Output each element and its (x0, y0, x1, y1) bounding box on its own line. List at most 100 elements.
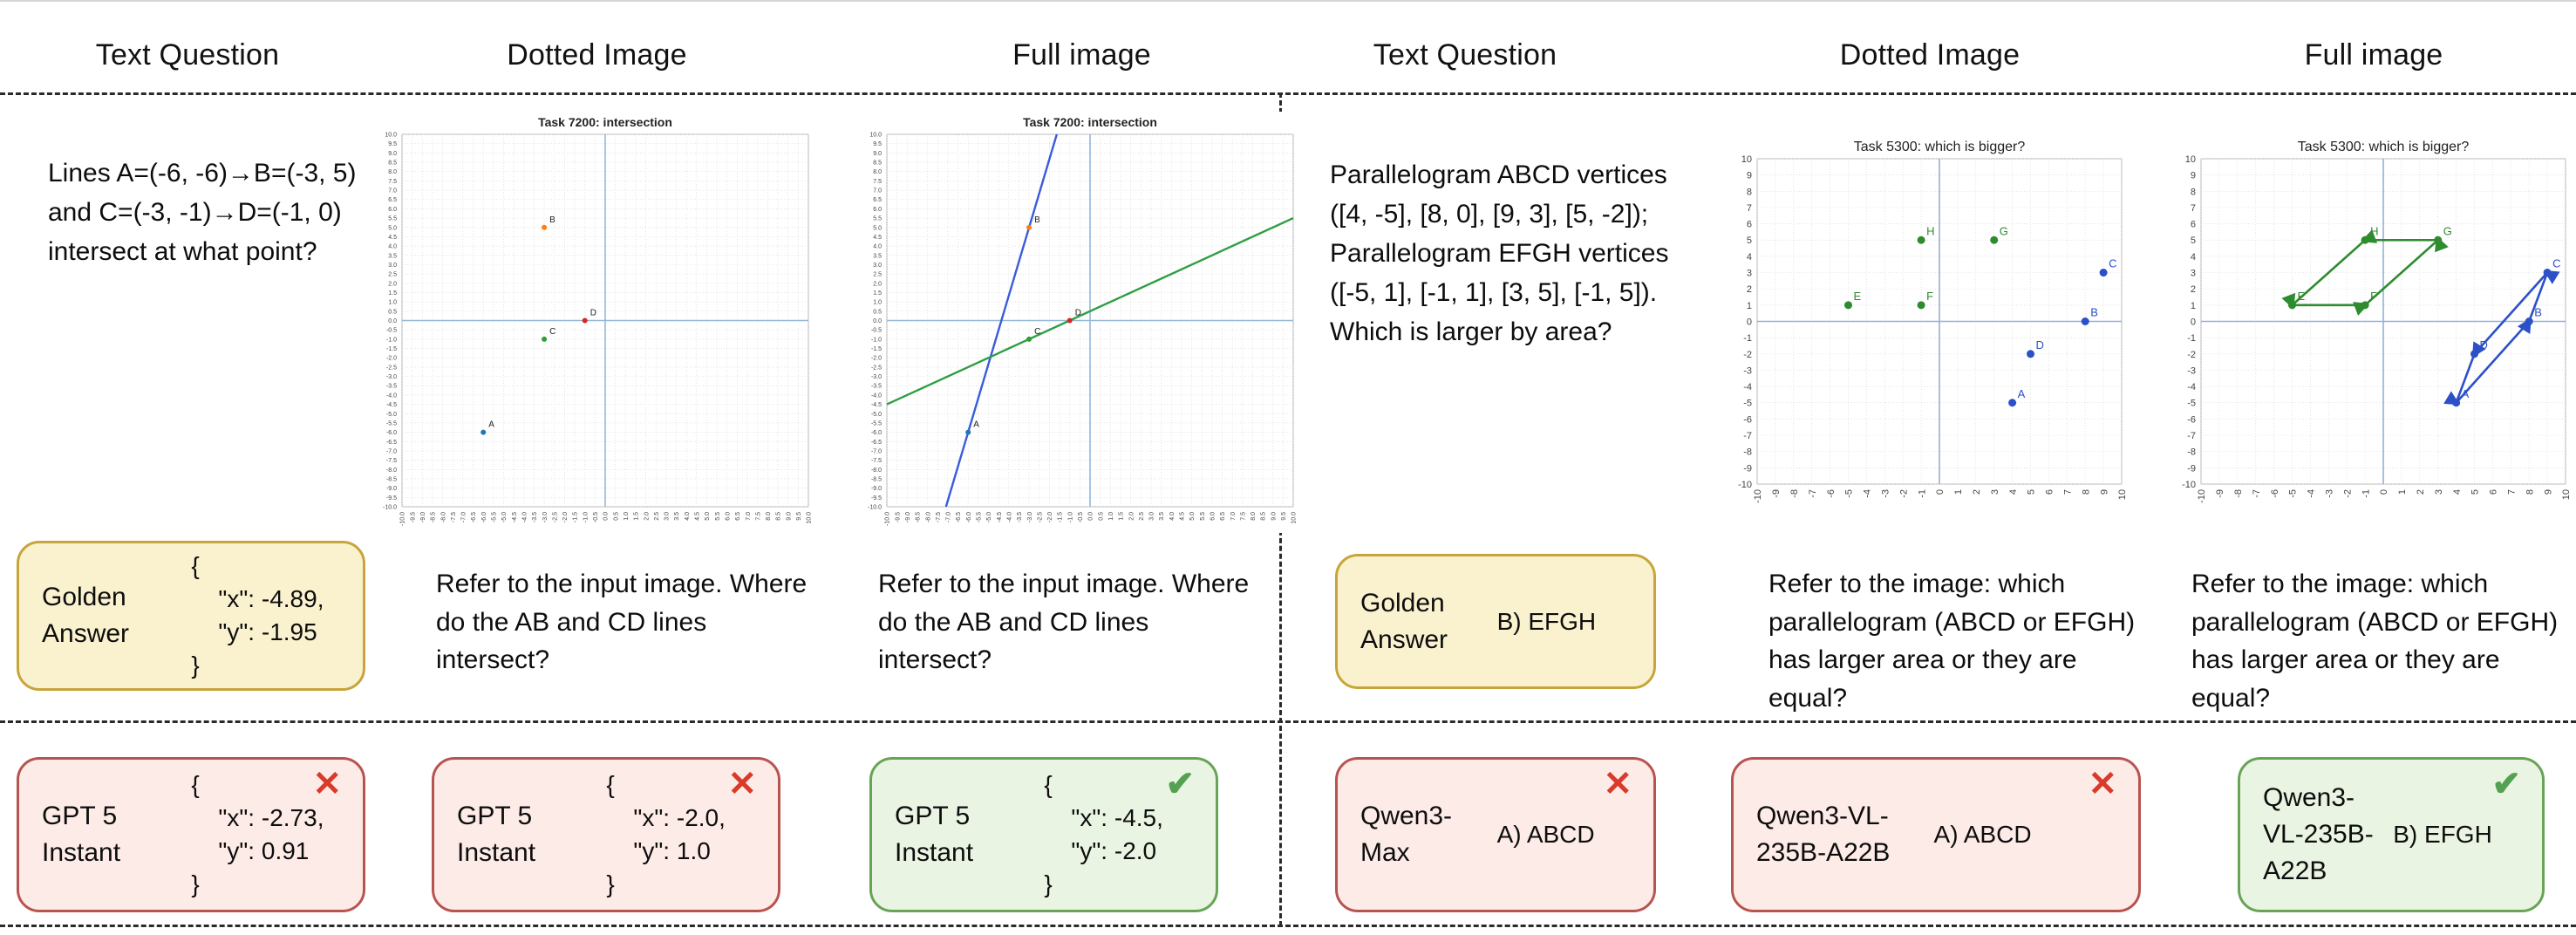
svg-text:5.5: 5.5 (1200, 512, 1206, 521)
svg-text:-9.5: -9.5 (895, 512, 901, 522)
svg-text:-5.0: -5.0 (871, 412, 882, 418)
svg-text:3.0: 3.0 (388, 263, 397, 269)
svg-text:A: A (488, 420, 494, 430)
svg-text:-0.5: -0.5 (386, 328, 397, 334)
svg-text:-1.0: -1.0 (583, 512, 589, 522)
svg-text:-7.0: -7.0 (386, 448, 397, 454)
svg-text:D: D (1075, 309, 1081, 318)
svg-text:7.5: 7.5 (388, 179, 397, 185)
svg-text:10: 10 (1741, 154, 1752, 165)
svg-text:8.5: 8.5 (1261, 512, 1267, 521)
svg-text:B: B (1034, 215, 1040, 225)
svg-text:3: 3 (1990, 489, 2000, 495)
svg-text:9.5: 9.5 (388, 141, 397, 147)
svg-text:-5.0: -5.0 (501, 512, 508, 522)
svg-text:1.0: 1.0 (1108, 512, 1114, 521)
svg-text:C: C (549, 327, 555, 337)
svg-text:8.0: 8.0 (873, 169, 882, 175)
svg-text:9.0: 9.0 (388, 151, 397, 157)
model-name: Qwen3-VL-235B-A22B (1756, 802, 1891, 867)
svg-text:9.5: 9.5 (873, 141, 882, 147)
svg-text:-2: -2 (1898, 489, 1909, 498)
svg-text:2.5: 2.5 (1139, 512, 1145, 521)
svg-text:3.5: 3.5 (873, 253, 882, 259)
svg-text:-6: -6 (2187, 414, 2196, 425)
svg-text:Task 7200: intersection: Task 7200: intersection (1023, 115, 1157, 129)
svg-text:1.5: 1.5 (1119, 512, 1125, 521)
svg-text:4: 4 (2191, 252, 2196, 263)
svg-text:6: 6 (1747, 220, 1752, 230)
svg-text:-10: -10 (1753, 489, 1763, 503)
svg-text:-8: -8 (1743, 447, 1752, 458)
svg-text:-3: -3 (2324, 489, 2334, 498)
svg-text:-2.0: -2.0 (386, 356, 397, 362)
svg-text:B: B (2534, 306, 2542, 319)
svg-text:10.0: 10.0 (869, 133, 882, 139)
svg-text:0.5: 0.5 (873, 309, 882, 315)
svg-text:4.0: 4.0 (685, 512, 691, 521)
svg-text:3.0: 3.0 (873, 263, 882, 269)
svg-text:-9.5: -9.5 (410, 512, 416, 522)
svg-text:10: 10 (2185, 154, 2196, 165)
svg-text:8.0: 8.0 (388, 169, 397, 175)
svg-text:-7: -7 (1743, 431, 1752, 441)
svg-text:4.0: 4.0 (873, 244, 882, 250)
divider-horizontal-top (0, 92, 2576, 95)
plot-left-full: Task 7200: intersection-10.0-10.0-9.5-9.… (866, 112, 1298, 533)
svg-text:-4: -4 (2307, 489, 2317, 498)
svg-text:4.0: 4.0 (388, 244, 397, 250)
svg-text:0: 0 (2191, 317, 2196, 327)
svg-text:9: 9 (2543, 489, 2553, 495)
svg-text:-7.5: -7.5 (936, 512, 942, 522)
svg-text:-4: -4 (1743, 382, 1752, 392)
svg-text:1.5: 1.5 (873, 290, 882, 297)
svg-text:9: 9 (2191, 171, 2196, 181)
svg-text:7.0: 7.0 (746, 512, 752, 521)
svg-text:8.5: 8.5 (873, 160, 882, 167)
svg-text:-1: -1 (1743, 333, 1752, 344)
svg-text:5.5: 5.5 (715, 512, 721, 521)
svg-text:-2.5: -2.5 (1037, 512, 1043, 522)
svg-text:G: G (2000, 224, 2008, 237)
svg-text:0.5: 0.5 (388, 309, 397, 315)
svg-text:-8.0: -8.0 (440, 512, 446, 522)
svg-text:-7: -7 (1808, 489, 1818, 498)
golden-answer-label: Golden Answer (1360, 588, 1448, 654)
svg-text:4: 4 (2452, 489, 2463, 495)
golden-answer-value: B) EFGH (1496, 607, 1597, 635)
model-name: Qwen3-VL-235B-A22B (2263, 783, 2374, 885)
svg-text:-2: -2 (2342, 489, 2353, 498)
model-answer-box-right-2: ✕ Qwen3-VL-235B-A22B A) ABCD (1731, 757, 2141, 912)
svg-text:-1.0: -1.0 (1067, 512, 1073, 522)
svg-text:1: 1 (2191, 301, 2196, 311)
svg-text:2: 2 (2191, 284, 2196, 295)
svg-text:-3.0: -3.0 (871, 374, 882, 380)
svg-text:-6.5: -6.5 (386, 440, 397, 446)
svg-text:4.5: 4.5 (873, 235, 882, 241)
divider-horizontal-middle (0, 720, 2576, 723)
svg-text:3: 3 (2191, 269, 2196, 279)
svg-text:0: 0 (1935, 489, 1946, 495)
svg-text:-3.0: -3.0 (542, 512, 549, 522)
svg-text:-6: -6 (2270, 489, 2280, 498)
plot-left-dotted: Task 7200: intersection-10.0-10.0-9.5-9.… (381, 112, 813, 533)
svg-text:-5.5: -5.5 (871, 420, 882, 427)
svg-text:-4: -4 (2187, 382, 2196, 392)
svg-text:A: A (2462, 387, 2470, 400)
svg-text:1: 1 (1953, 489, 1964, 495)
svg-text:5: 5 (2191, 235, 2196, 246)
svg-text:-2.5: -2.5 (386, 365, 397, 371)
prompt-left-full: Refer to the input image. Where do the A… (878, 570, 1250, 674)
svg-text:-7: -7 (2252, 489, 2262, 498)
model-answer-box-right-1: ✕ Qwen3-Max A) ABCD (1335, 757, 1656, 912)
svg-text:7: 7 (2191, 203, 2196, 214)
svg-text:8: 8 (2191, 187, 2196, 197)
golden-answer-label: Golden Answer (42, 583, 130, 648)
svg-text:-3.0: -3.0 (386, 374, 397, 380)
svg-text:-5.0: -5.0 (386, 412, 397, 418)
svg-text:-6.5: -6.5 (871, 440, 882, 446)
prompt-left-dotted: Refer to the input image. Where do the A… (436, 570, 808, 674)
column-header-full-image-left: Full image (1012, 38, 1151, 72)
svg-text:0.0: 0.0 (388, 318, 397, 324)
